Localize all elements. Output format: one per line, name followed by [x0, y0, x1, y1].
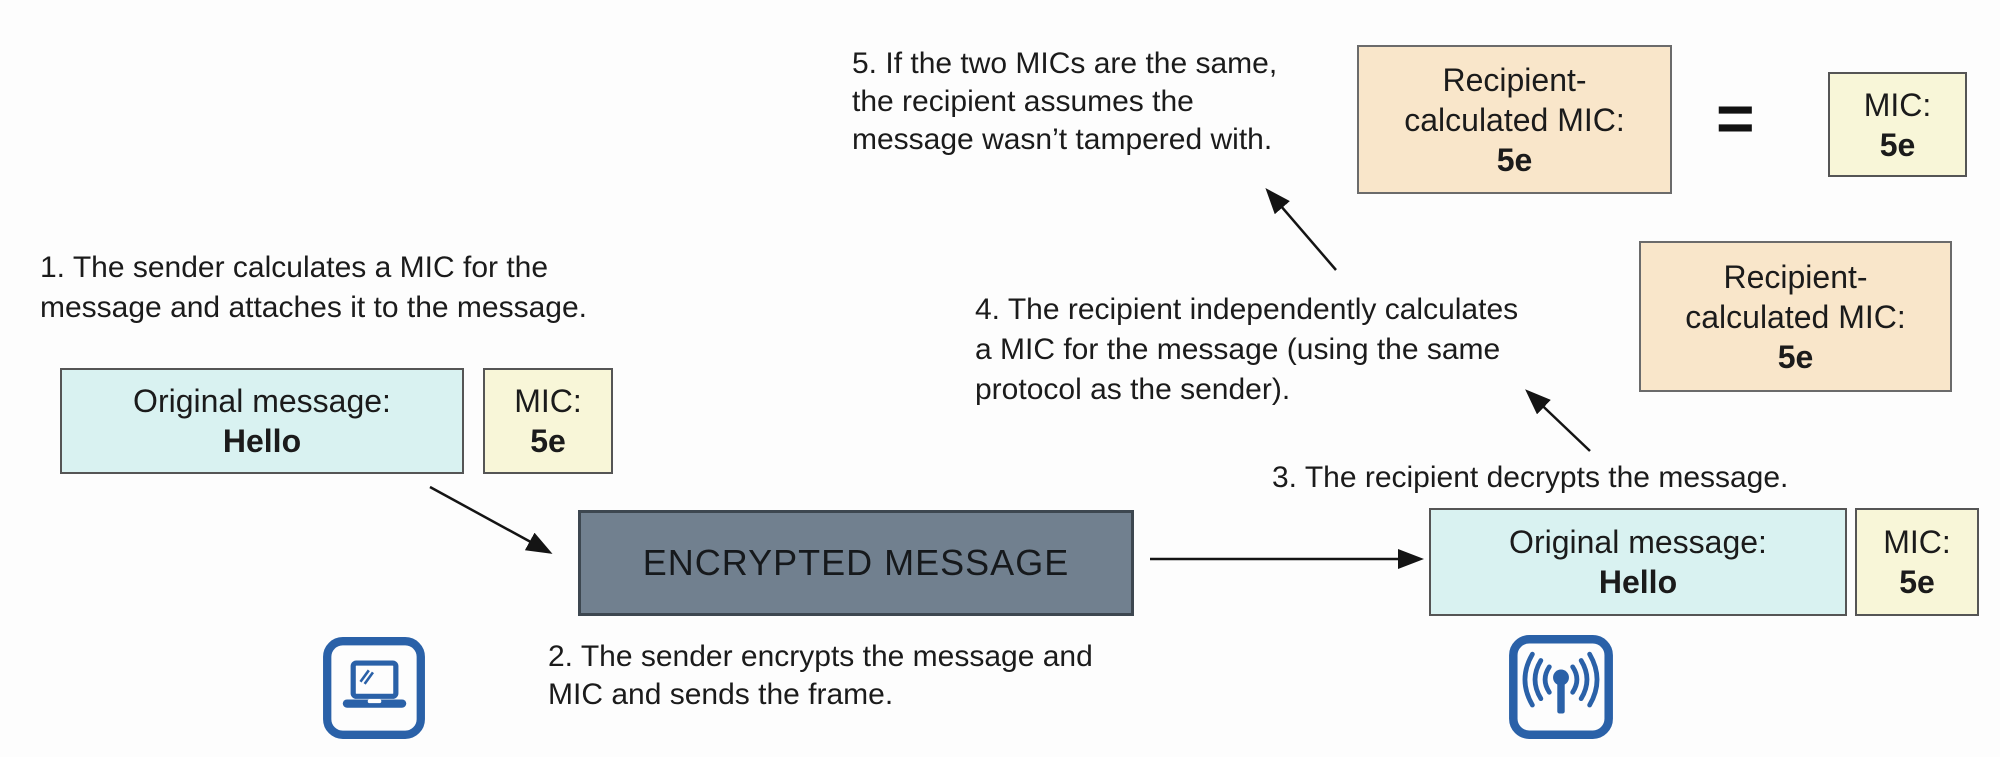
laptop-icon	[322, 634, 426, 742]
recipient-calculated-mic-side-value: 5e	[1777, 338, 1814, 375]
sender-mic-value: 5e	[530, 423, 566, 459]
compare-mic-value: 5e	[1879, 126, 1916, 163]
sender-mic-label: MIC:	[514, 383, 582, 419]
recipient-message-value: Hello	[1598, 564, 1678, 600]
step-5-annotation: 5. If the two MICs are the same, the rec…	[852, 47, 1278, 156]
compare-mic-label: MIC:	[1863, 86, 1932, 123]
step-2-annotation: 2. The sender encrypts the message and M…	[548, 640, 1093, 711]
encrypted-message-box: ENCRYPTED MESSAGE	[578, 510, 1134, 616]
recipient-message-label: Original message:	[1509, 524, 1767, 560]
equals-sign: =	[1716, 81, 1755, 155]
recipient-mic-value: 5e	[1899, 564, 1935, 600]
recipient-calculated-mic-side-label: Recipient- calculated MIC:	[1685, 258, 1906, 335]
step-4-annotation: 4. The recipient independently calculate…	[975, 293, 1519, 406]
recipient-original-message-cell: Original message: Hello	[1429, 508, 1847, 616]
recipient-calculated-mic-top-label: Recipient- calculated MIC:	[1404, 61, 1625, 138]
step-1-annotation: 1. The sender calculates a MIC for the m…	[40, 251, 587, 324]
sender-message-value: Hello	[222, 423, 302, 459]
sender-mic-cell: MIC: 5e	[483, 368, 613, 474]
recipient-calculated-mic-box-top: Recipient- calculated MIC: 5e	[1357, 45, 1672, 194]
step-3-annotation: 3. The recipient decrypts the message.	[1272, 461, 1789, 494]
recipient-calculated-mic-box-side: Recipient- calculated MIC: 5e	[1639, 241, 1952, 392]
arrow-step3-to-step4	[1525, 389, 1591, 452]
sender-message-label: Original message:	[133, 383, 391, 419]
antenna-broadcast-icon	[1508, 634, 1614, 740]
arrow-step4-to-step5	[1265, 187, 1337, 271]
recipient-calculated-mic-top-value: 5e	[1496, 141, 1533, 178]
encrypted-message-label: ENCRYPTED MESSAGE	[642, 542, 1070, 583]
sender-original-message-cell: Original message: Hello	[60, 368, 464, 474]
recipient-mic-label: MIC:	[1883, 524, 1951, 560]
arrow-sender-box-to-encrypted	[429, 485, 553, 554]
recipient-mic-cell: MIC: 5e	[1855, 508, 1979, 616]
compare-mic-box: MIC: 5e	[1828, 72, 1967, 177]
